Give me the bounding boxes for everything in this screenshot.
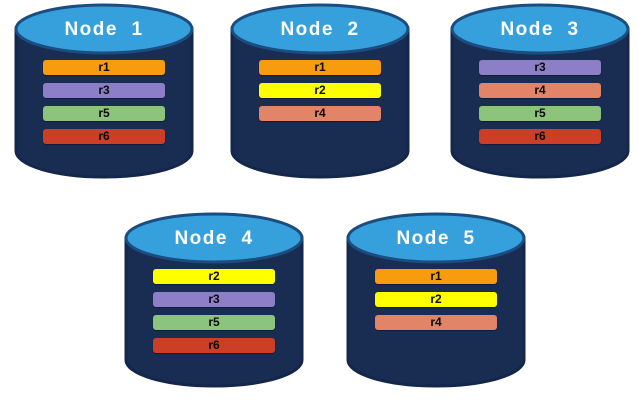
row-label: r6 — [534, 129, 546, 143]
row-bar[interactable]: r3 — [43, 83, 165, 98]
row-label: r5 — [534, 106, 546, 120]
node-row-list: r1 r2 r4 — [259, 60, 381, 129]
row-label: r3 — [98, 83, 110, 97]
node-row-list: r3 r4 r5 r6 — [479, 60, 601, 152]
row-label: r4 — [314, 106, 326, 120]
row-bar[interactable]: r5 — [479, 106, 601, 121]
row-bar[interactable]: r1 — [259, 60, 381, 75]
row-label: r5 — [98, 106, 110, 120]
cylinder-top-ellipse — [346, 212, 526, 264]
cylinder-top-ellipse — [230, 3, 410, 55]
row-bar[interactable]: r5 — [153, 315, 275, 330]
row-label: r4 — [430, 315, 442, 329]
row-bar[interactable]: r1 — [43, 60, 165, 75]
row-bar[interactable]: r6 — [43, 129, 165, 144]
row-bar[interactable]: r4 — [259, 106, 381, 121]
row-label: r1 — [98, 60, 110, 74]
row-bar[interactable]: r4 — [375, 315, 497, 330]
row-bar[interactable]: r2 — [259, 83, 381, 98]
row-label: r4 — [534, 83, 546, 97]
row-bar[interactable]: r6 — [153, 338, 275, 353]
row-bar[interactable]: r3 — [153, 292, 275, 307]
row-label: r1 — [430, 269, 442, 283]
row-label: r6 — [208, 338, 220, 352]
row-bar[interactable]: r5 — [43, 106, 165, 121]
row-label: r2 — [314, 83, 326, 97]
row-bar[interactable]: r2 — [153, 269, 275, 284]
row-bar[interactable]: r1 — [375, 269, 497, 284]
cylinder-top-ellipse — [14, 3, 194, 55]
row-bar[interactable]: r4 — [479, 83, 601, 98]
node-row-list: r1 r2 r4 — [375, 269, 497, 338]
cylinder-top-ellipse — [450, 3, 630, 55]
row-label: r1 — [314, 60, 326, 74]
row-bar[interactable]: r6 — [479, 129, 601, 144]
row-label: r3 — [534, 60, 546, 74]
cylinder-top-ellipse — [124, 212, 304, 264]
row-label: r2 — [430, 292, 442, 306]
row-label: r6 — [98, 129, 110, 143]
row-label: r5 — [208, 315, 220, 329]
row-label: r2 — [208, 269, 220, 283]
row-bar[interactable]: r3 — [479, 60, 601, 75]
node-row-list: r2 r3 r5 r6 — [153, 269, 275, 361]
row-bar[interactable]: r2 — [375, 292, 497, 307]
node-row-list: r1 r3 r5 r6 — [43, 60, 165, 152]
row-label: r3 — [208, 292, 220, 306]
